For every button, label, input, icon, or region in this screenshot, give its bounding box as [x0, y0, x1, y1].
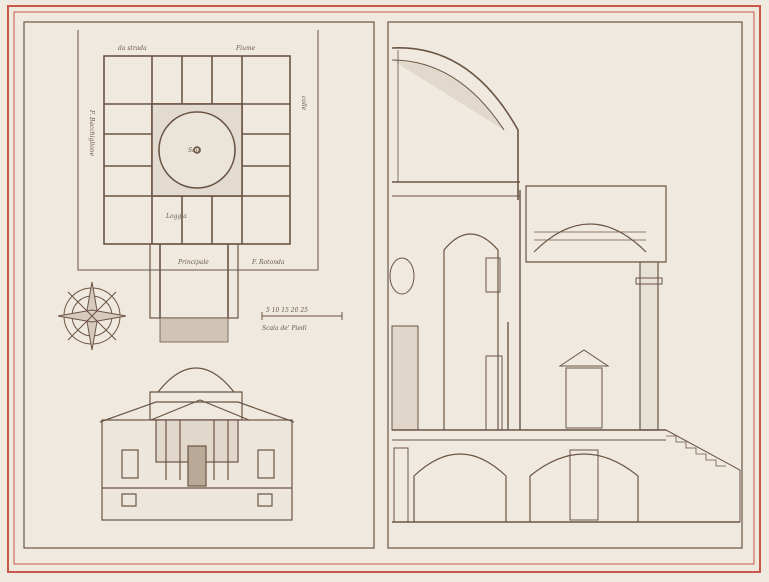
right-panel	[387, 21, 743, 549]
label-loggia: Loggia	[165, 213, 187, 220]
left-panel	[23, 21, 375, 549]
label-principale: Principale	[177, 259, 209, 266]
label-fiume: Fiume	[235, 45, 256, 52]
front-elevation	[99, 367, 295, 521]
label-colle: colle	[300, 96, 307, 111]
red-border	[7, 5, 761, 573]
compass-rose	[57, 281, 127, 351]
section-view	[389, 47, 741, 523]
label-da-strada: da strada	[118, 45, 147, 52]
floor-plan	[103, 55, 291, 343]
scale-label: Scala de' Piedi	[262, 325, 307, 332]
label-sala: Sala	[188, 147, 202, 154]
label-rotonda: F. Rotonda	[251, 259, 285, 266]
scale-numbers: 5 10 15 20 25	[266, 307, 308, 314]
scale-bar	[261, 312, 343, 320]
label-bacchiglione: F. Bacchiglione	[88, 109, 95, 157]
